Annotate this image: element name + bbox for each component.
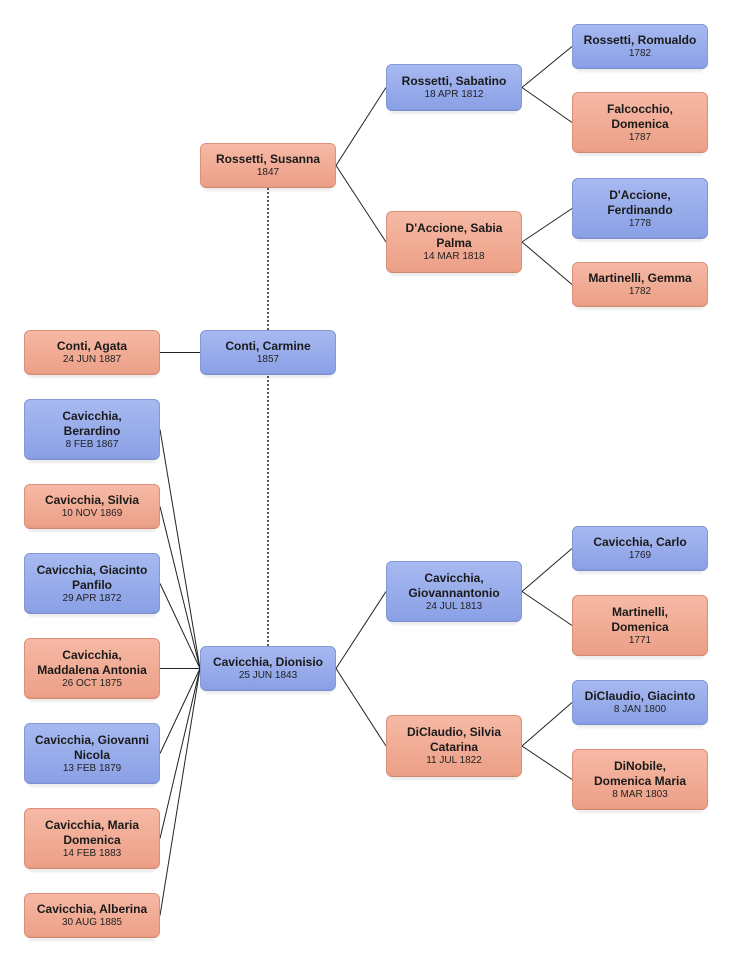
person-date: 30 AUG 1885 (61, 917, 123, 928)
link-silviac-domenicam (521, 745, 573, 780)
link-giovannantonio-carlo (521, 548, 573, 592)
person-date: 8 MAR 1803 (612, 788, 668, 800)
person-name: Rossetti, Romualdo (583, 33, 697, 47)
person-date: 29 APR 1872 (62, 592, 122, 604)
link-dionisio-giovanni (159, 668, 201, 754)
person-name: Cavicchia, Carlo (593, 535, 687, 549)
person-date: 1782 (628, 286, 652, 297)
person-name: Cavicchia, Maddalena Antonia (37, 647, 147, 677)
person-name: Cavicchia, Dionisio (212, 655, 324, 669)
person-name: DiClaudio, Giacinto (584, 689, 696, 703)
link-dionisio-mariad (159, 668, 201, 839)
person-name: DiNobile, Domenica Maria (593, 758, 687, 788)
person-name: Martinelli, Gemma (588, 271, 692, 285)
person-date: 11 JUL 1822 (426, 755, 482, 766)
person-date: 24 JUL 1813 (425, 600, 483, 612)
link-dionisio-silvia (159, 506, 201, 669)
person-date: 1782 (628, 48, 652, 59)
person-date: 1847 (256, 167, 280, 178)
person-name: Cavicchia, Giacinto Panfilo (36, 562, 148, 592)
person-name: D'Accione, Ferdinando (607, 187, 673, 217)
link-dionisio-giacintop (159, 583, 201, 669)
person-date: 26 OCT 1875 (62, 677, 122, 689)
person-date: 13 FEB 1879 (62, 762, 122, 774)
link-dionisio-silviac (335, 668, 387, 747)
person-date: 8 FEB 1867 (65, 438, 119, 450)
link-dionisio-berardino (159, 429, 201, 669)
link-giovannantonio-martinellid (521, 591, 573, 626)
link-sabatino-falcocchio (521, 87, 573, 123)
person-name: Martinelli, Domenica (611, 604, 669, 634)
person-name: Conti, Agata (56, 339, 128, 353)
person-name: Cavicchia, Maria Domenica (44, 817, 140, 847)
person-date: 18 APR 1812 (424, 89, 484, 100)
person-name: D'Accione, Sabia Palma (405, 221, 503, 250)
person-name: Cavicchia, Berardino (62, 408, 122, 438)
link-silviac-giacintod (521, 702, 573, 747)
person-name: Cavicchia, Alberina (36, 902, 148, 916)
person-name: Conti, Carmine (225, 339, 311, 353)
person-name: Cavicchia, Giovannantonio (408, 570, 500, 600)
person-date: 24 JUN 1887 (62, 354, 122, 365)
person-name: Rossetti, Susanna (215, 152, 321, 166)
person-date: 8 JAN 1800 (613, 704, 667, 715)
person-date: 1769 (628, 550, 652, 561)
link-susanna-sabatino (335, 87, 387, 166)
person-date: 1771 (628, 634, 652, 646)
person-date: 14 MAR 1818 (423, 251, 485, 262)
person-name: Falcocchio, Domenica (606, 101, 674, 131)
person-date: 1787 (628, 131, 652, 143)
person-date: 1857 (256, 354, 280, 365)
link-dionisio-alberina (159, 668, 201, 916)
link-dionisio-giovannantonio (335, 591, 387, 669)
person-date: 25 JUN 1843 (238, 670, 298, 681)
person-name: Cavicchia, Silvia (44, 493, 140, 507)
person-date: 14 FEB 1883 (62, 847, 122, 859)
person-name: DiClaudio, Silvia Catarina (406, 725, 502, 754)
person-name: Rossetti, Sabatino (401, 74, 507, 88)
person-date: 1778 (628, 217, 652, 229)
link-sabia-ferdinando (521, 208, 573, 243)
link-sabia-gemma (521, 241, 573, 285)
link-susanna-sabia (335, 165, 387, 243)
link-sabatino-romualdo (521, 46, 573, 88)
person-date: 10 NOV 1869 (61, 508, 123, 519)
person-name: Cavicchia, Giovanni Nicola (34, 732, 150, 762)
